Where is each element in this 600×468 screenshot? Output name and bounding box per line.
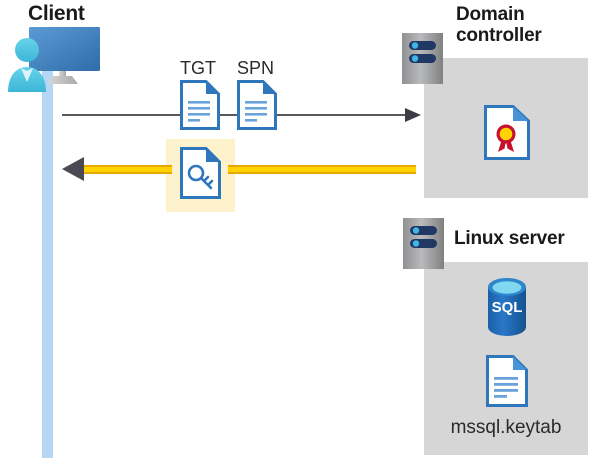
server-rack-icon: [403, 218, 444, 274]
spn-label: SPN: [237, 58, 275, 78]
domain-controller-title: Domain controller: [456, 4, 596, 47]
document-icon: [486, 355, 528, 407]
svg-text:SQL: SQL: [492, 299, 523, 316]
response-arrow-line-right: [228, 165, 416, 174]
domain-controller-title-line2: controller: [456, 25, 542, 47]
response-arrow-head-icon: [62, 157, 84, 181]
keytab-filename-label: mssql.keytab: [450, 417, 562, 438]
key-document-icon: [180, 147, 221, 199]
tgt-label: TGT: [180, 58, 216, 78]
request-arrow-head-icon: [405, 108, 421, 122]
user-at-computer-icon: [6, 26, 110, 94]
document-icon: [237, 80, 277, 130]
document-icon: [180, 80, 220, 130]
linux-server-title: Linux server: [454, 228, 565, 249]
certificate-document-icon: [484, 105, 530, 160]
request-arrow-line: [62, 114, 407, 116]
sql-database-icon: SQL: [484, 278, 530, 336]
client-lifeline: [42, 60, 53, 458]
domain-controller-title-line1: Domain: [456, 4, 525, 25]
server-rack-icon: [402, 33, 443, 89]
client-title: Client: [28, 2, 85, 25]
response-arrow-line-left: [80, 165, 172, 174]
